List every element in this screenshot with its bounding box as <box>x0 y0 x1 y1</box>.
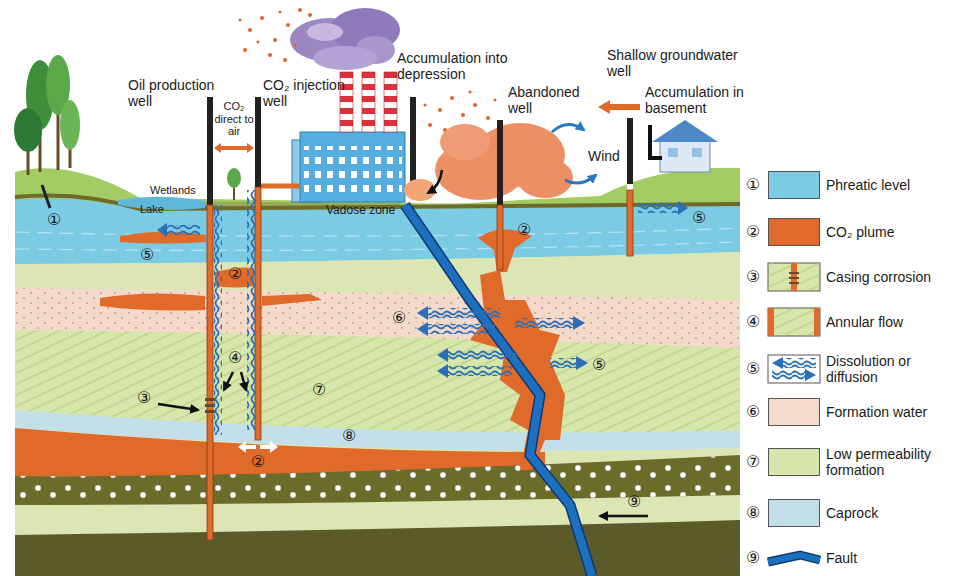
place-label: Lake <box>140 203 164 216</box>
legend-swatch <box>768 218 820 246</box>
place-label: Vadose zone <box>326 204 395 218</box>
callout-number: ③ <box>137 390 151 406</box>
callout-number: ⑤ <box>692 210 706 226</box>
callout-number: ⑥ <box>392 310 406 326</box>
flow-label: CO₂ direct to air <box>212 100 256 138</box>
legend-swatch <box>768 171 820 199</box>
process-label: Accumulation in basement <box>645 84 757 116</box>
legend-number: ⑤ <box>746 361 760 377</box>
callout-number: ② <box>228 266 242 282</box>
legend-swatch <box>768 398 820 426</box>
well-label: Shallow groundwater well <box>607 47 757 79</box>
legend-number: ③ <box>746 269 760 285</box>
callout-number: ⑧ <box>342 428 356 444</box>
legend-swatch <box>768 499 820 527</box>
callout-number: ② <box>251 454 265 470</box>
legend-label: Caprock <box>826 505 951 521</box>
legend-label: Annular flow <box>826 314 951 330</box>
legend-number: ⑦ <box>746 454 760 470</box>
legend-number: ⑧ <box>746 505 760 521</box>
well-label: Abandoned well <box>508 84 588 116</box>
process-label: Accumulation into depression <box>397 50 509 82</box>
well-label: CO₂ injection well <box>263 77 358 109</box>
legend-label: Casing corrosion <box>826 269 951 285</box>
callout-number: ⑤ <box>592 357 606 373</box>
legend-label: CO₂ plume <box>826 224 951 240</box>
legend-number: ① <box>746 177 760 193</box>
wind-label: Wind <box>588 148 620 164</box>
legend-label: Dissolution or diffusion <box>826 353 951 385</box>
place-label: Wetlands <box>150 184 196 197</box>
callout-number: ⑤ <box>140 247 154 263</box>
callout-number: ② <box>517 222 531 238</box>
legend-label: Low permeability formation <box>826 446 951 478</box>
legend-label: Formation water <box>826 404 951 420</box>
callout-number: ④ <box>228 350 242 366</box>
legend-number: ④ <box>746 314 760 330</box>
well-label: Oil production well <box>128 77 228 109</box>
legend-label: Phreatic level <box>826 177 951 193</box>
legend-number: ② <box>746 224 760 240</box>
callout-number: ⑦ <box>312 382 326 398</box>
legend-label: Fault <box>826 550 951 566</box>
legend-number: ⑨ <box>746 550 760 566</box>
legend-number: ⑥ <box>746 404 760 420</box>
callout-number: ① <box>47 212 61 228</box>
legend-swatch <box>768 448 820 476</box>
callout-number: ⑨ <box>627 494 641 510</box>
